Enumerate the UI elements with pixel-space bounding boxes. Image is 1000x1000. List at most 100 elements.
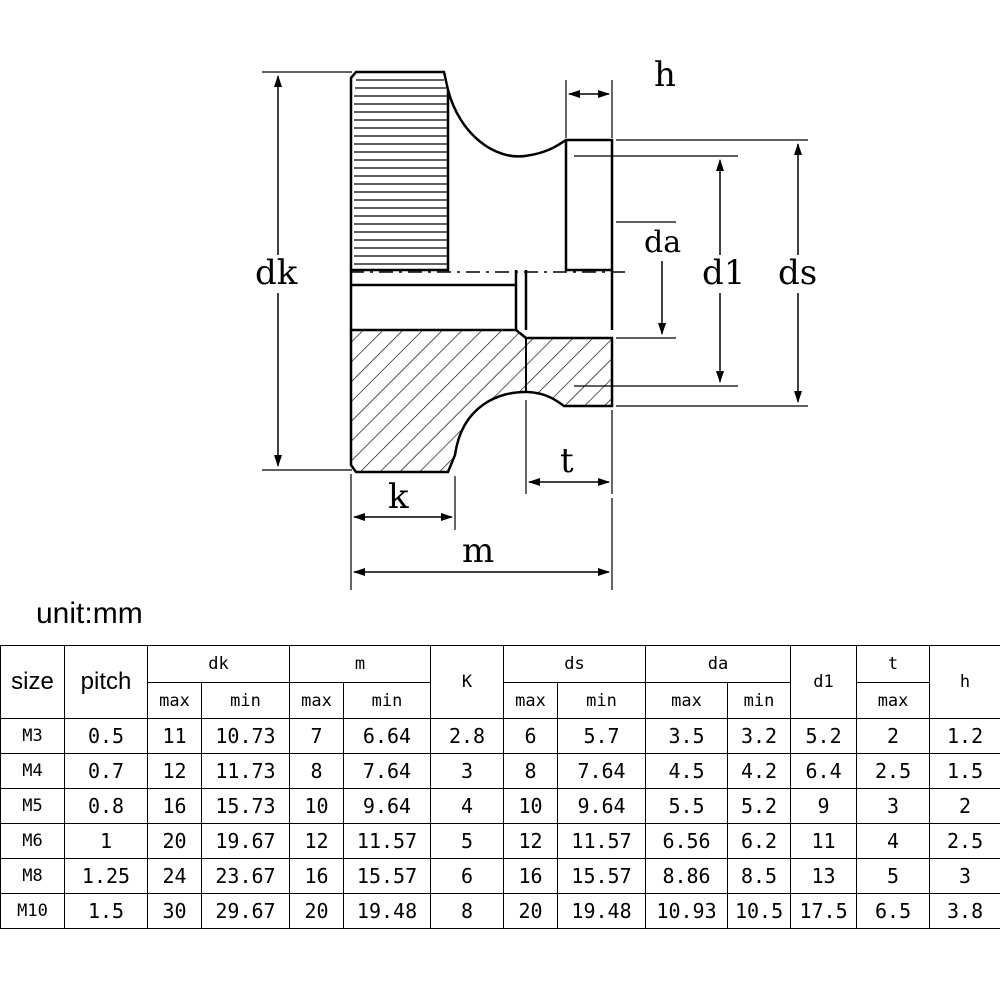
- cell-ds-max: 8: [503, 753, 559, 789]
- cell-ds-max: 12: [503, 823, 559, 859]
- table-subheader-row: max min max min max min max min max: [1, 682, 1000, 719]
- cell-dk-max: 11: [147, 718, 202, 754]
- cell-m-min: 6.64: [343, 718, 432, 754]
- cell-k: 6: [430, 858, 505, 894]
- knurl-lines: [354, 79, 447, 265]
- cell-m-max: 8: [289, 753, 345, 789]
- spec-table: size pitch dk m K ds da d1 t h max min m…: [0, 645, 1000, 929]
- label-da: da: [644, 225, 681, 260]
- dimension-lines: [274, 75, 802, 576]
- cell-d1: 17.5: [790, 893, 858, 929]
- cell-da-min: 6.2: [727, 823, 792, 859]
- cell-da-min: 8.5: [727, 858, 792, 894]
- cell-da-max: 4.5: [645, 753, 729, 789]
- table-header-row: size pitch dk m K ds da d1 t h: [0, 645, 1000, 719]
- cell-h: 1.2: [929, 718, 1000, 754]
- extension-lines: [262, 71, 808, 590]
- cell-dk-min: 19.67: [200, 823, 291, 859]
- cell-da-max: 6.56: [645, 823, 729, 859]
- cell-ds-min: 5.7: [557, 718, 647, 754]
- header-m: m: [289, 645, 432, 683]
- header-pitch: pitch: [64, 645, 148, 719]
- cell-size: M6: [0, 823, 65, 859]
- label-t: t: [560, 441, 574, 481]
- nut-upper-view: [349, 70, 614, 272]
- subheader-m-min: min: [343, 682, 432, 719]
- label-k: k: [388, 477, 409, 517]
- cell-d1: 11: [790, 823, 858, 859]
- cell-size: M5: [0, 788, 65, 824]
- cell-k: 2.8: [430, 718, 505, 754]
- cell-d1: 6.4: [790, 753, 858, 789]
- cell-da-max: 8.86: [645, 858, 729, 894]
- label-ds: ds: [778, 253, 817, 293]
- cell-d1: 9: [790, 788, 858, 824]
- cell-ds-min: 19.48: [557, 893, 647, 929]
- cell-dk-max: 16: [147, 788, 202, 824]
- header-d1: d1: [790, 645, 858, 719]
- header-ds: ds: [503, 645, 647, 683]
- subheader-da-max: max: [645, 682, 729, 719]
- cell-da-max: 5.5: [645, 788, 729, 824]
- header-t: t: [856, 645, 931, 683]
- cell-da-min: 3.2: [727, 718, 792, 754]
- cell-da-max: 10.93: [645, 893, 729, 929]
- label-m: m: [462, 531, 494, 571]
- label-d1: d1: [702, 253, 745, 293]
- cell-t-max: 4: [856, 823, 931, 859]
- cell-pitch: 1.25: [64, 858, 148, 894]
- cell-pitch: 0.8: [64, 788, 148, 824]
- cell-m-max: 20: [289, 893, 345, 929]
- cell-dk-min: 11.73: [200, 753, 291, 789]
- label-dk: dk: [255, 253, 298, 293]
- cell-h: 2: [929, 788, 1000, 824]
- cell-m-max: 10: [289, 788, 345, 824]
- subheader-ds-min: min: [557, 682, 647, 719]
- cell-k: 5: [430, 823, 505, 859]
- cell-dk-max: 20: [147, 823, 202, 859]
- cell-size: M10: [0, 893, 65, 929]
- cell-h: 3: [929, 858, 1000, 894]
- subheader-ds-max: max: [503, 682, 559, 719]
- cell-t-max: 5: [856, 858, 931, 894]
- cell-dk-min: 23.67: [200, 858, 291, 894]
- cell-k: 3: [430, 753, 505, 789]
- header-size: size: [0, 645, 65, 719]
- cell-da-max: 3.5: [645, 718, 729, 754]
- cell-m-min: 9.64: [343, 788, 432, 824]
- cell-h: 1.5: [929, 753, 1000, 789]
- cell-dk-max: 30: [147, 893, 202, 929]
- cell-m-max: 16: [289, 858, 345, 894]
- cell-m-min: 15.57: [343, 858, 432, 894]
- header-h: h: [929, 645, 1000, 719]
- cell-da-min: 5.2: [727, 788, 792, 824]
- cell-ds-max: 10: [503, 788, 559, 824]
- cell-m-max: 12: [289, 823, 345, 859]
- cell-t-max: 3: [856, 788, 931, 824]
- cell-ds-min: 15.57: [557, 858, 647, 894]
- cell-size: M8: [0, 858, 65, 894]
- subheader-dk-max: max: [147, 682, 202, 719]
- cell-t-max: 6.5: [856, 893, 931, 929]
- cell-k: 4: [430, 788, 505, 824]
- cell-m-min: 11.57: [343, 823, 432, 859]
- cell-pitch: 1.5: [64, 893, 148, 929]
- cell-d1: 13: [790, 858, 858, 894]
- cell-m-max: 7: [289, 718, 345, 754]
- cell-h: 3.8: [929, 893, 1000, 929]
- cell-ds-min: 11.57: [557, 823, 647, 859]
- header-dk: dk: [146, 645, 291, 683]
- header-k: K: [430, 645, 505, 719]
- cell-da-min: 10.5: [727, 893, 792, 929]
- cell-dk-min: 29.67: [200, 893, 291, 929]
- header-da: da: [645, 645, 792, 683]
- cell-ds-min: 9.64: [557, 788, 647, 824]
- cell-t-max: 2: [856, 718, 931, 754]
- thread-bore: [349, 270, 614, 330]
- cell-dk-min: 15.73: [200, 788, 291, 824]
- knurled-nut-technical-drawing: h da d1 ds dk t k m: [255, 55, 818, 590]
